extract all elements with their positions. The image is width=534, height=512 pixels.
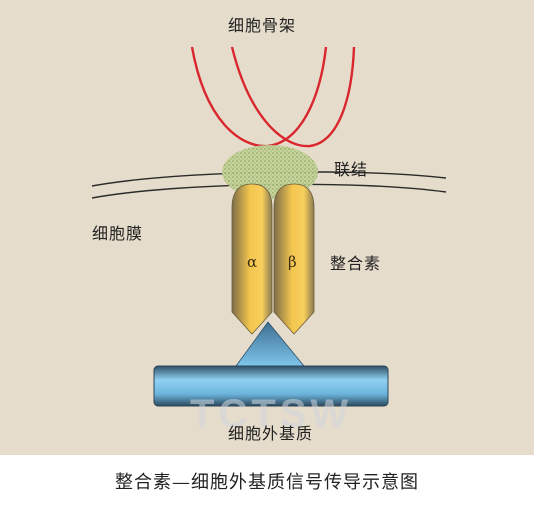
beta-subunit (273, 183, 315, 335)
watermark: TCTSW (190, 392, 353, 436)
label-cell-membrane: 细胞膜 (92, 224, 144, 243)
label-linker: 联结 (334, 160, 369, 179)
label-beta: β (288, 253, 297, 271)
figure-caption: 整合素—细胞外基质信号传导示意图 (115, 472, 419, 493)
integrin-diagram (91, 46, 447, 407)
cytoskeleton-fiber-left (190, 46, 328, 148)
ecm-bar (153, 365, 389, 407)
label-ecm: 细胞外基质 (228, 424, 314, 443)
diagram-panel: TCTSW 细胞骨架 联结 细胞膜 整合素 α β 细胞外基质 (0, 0, 534, 455)
label-integrin: 整合素 (330, 254, 382, 273)
label-alpha: α (247, 253, 258, 271)
alpha-subunit (231, 183, 273, 335)
cytoskeleton-fiber-right (230, 46, 356, 148)
label-cytoskeleton: 细胞骨架 (228, 16, 297, 35)
